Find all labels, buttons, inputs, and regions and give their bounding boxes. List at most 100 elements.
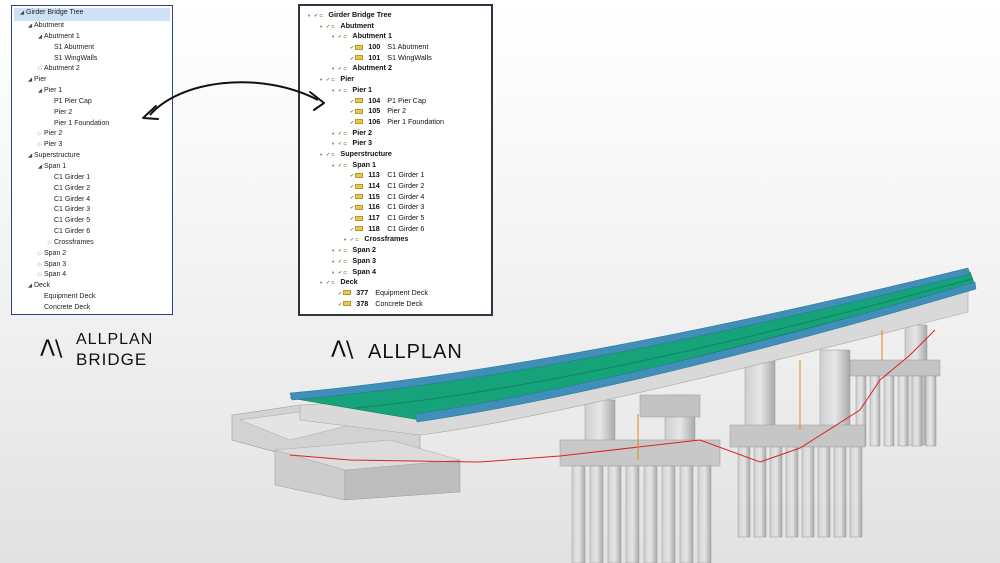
right-tree-folder[interactable]: ▾✔⊏Pier 3 bbox=[300, 138, 491, 149]
visibility-check-icon[interactable]: ✔ bbox=[350, 109, 355, 116]
expand-triangle-icon[interactable]: ▷ bbox=[37, 261, 43, 268]
collapse-triangle-icon[interactable]: ◢ bbox=[19, 10, 25, 16]
left-tree-item[interactable]: C1 Girder 4 bbox=[12, 195, 172, 206]
collapse-triangle-icon[interactable]: ◢ bbox=[27, 23, 33, 29]
left-tree-item[interactable]: S1 Abutment bbox=[12, 43, 172, 54]
right-tree-folder[interactable]: ▾✔⊏Span 1 bbox=[300, 160, 491, 171]
visibility-check-icon[interactable]: ✔ bbox=[350, 237, 355, 244]
left-tree-item[interactable]: ▷Span 4 bbox=[12, 270, 172, 281]
left-tree-item[interactable]: ◢Deck bbox=[12, 281, 172, 292]
visibility-check-icon[interactable]: ✔ bbox=[326, 23, 331, 30]
left-tree-root[interactable]: ◢Girder Bridge Tree bbox=[14, 8, 170, 21]
right-tree-folder[interactable]: ▾✔⊏Abutment 2 bbox=[300, 63, 491, 74]
visibility-check-icon[interactable]: ✔ bbox=[326, 151, 331, 158]
left-tree-item[interactable]: C1 Girder 6 bbox=[12, 227, 172, 238]
left-tree-item[interactable]: ◢Abutment bbox=[12, 21, 172, 32]
visibility-check-icon[interactable]: ✔ bbox=[350, 194, 355, 201]
visibility-check-icon[interactable]: ✔ bbox=[338, 34, 343, 41]
collapse-toggle-icon[interactable]: ▾ bbox=[332, 248, 335, 254]
right-tree-folder[interactable]: ▾✔⊏Span 2 bbox=[300, 245, 491, 256]
left-tree-item[interactable]: ◢Abutment 1 bbox=[12, 32, 172, 43]
left-tree-item[interactable]: C1 Girder 1 bbox=[12, 173, 172, 184]
left-tree-item[interactable]: Concrete Deck bbox=[12, 303, 172, 314]
left-tree-item[interactable]: ▷Crossframes bbox=[12, 238, 172, 249]
visibility-check-icon[interactable]: ✔ bbox=[350, 173, 355, 180]
collapse-toggle-icon[interactable]: ▾ bbox=[332, 34, 335, 40]
right-tree-folder[interactable]: ▾✔⊏Superstructure bbox=[300, 149, 491, 160]
visibility-check-icon[interactable]: ✔ bbox=[350, 216, 355, 223]
collapse-toggle-icon[interactable]: ▾ bbox=[320, 23, 323, 29]
expand-triangle-icon[interactable]: ▷ bbox=[47, 239, 53, 246]
visibility-check-icon[interactable]: ✔ bbox=[314, 13, 319, 19]
visibility-check-icon[interactable]: ✔ bbox=[338, 141, 343, 148]
expand-triangle-icon[interactable]: ▷ bbox=[37, 142, 43, 149]
left-tree-item[interactable]: ◢Pier 1 bbox=[12, 86, 172, 97]
collapse-triangle-icon[interactable]: ◢ bbox=[27, 77, 33, 84]
left-tree-item[interactable]: ◢Span 1 bbox=[12, 162, 172, 173]
left-tree-item[interactable]: S1 WingWalls bbox=[12, 54, 172, 65]
left-tree-item[interactable]: C1 Girder 3 bbox=[12, 205, 172, 216]
left-tree-item[interactable]: ▷Span 3 bbox=[12, 260, 172, 271]
expand-triangle-icon[interactable]: ▷ bbox=[37, 272, 43, 279]
collapse-toggle-icon[interactable]: ▾ bbox=[308, 13, 311, 18]
collapse-triangle-icon[interactable]: ◢ bbox=[37, 33, 43, 40]
collapse-triangle-icon[interactable]: ◢ bbox=[27, 153, 33, 160]
right-tree-folder[interactable]: ▾✔⊏Deck bbox=[300, 277, 491, 288]
visibility-check-icon[interactable]: ✔ bbox=[338, 130, 343, 137]
left-tree-item[interactable]: ▷Span 2 bbox=[12, 249, 172, 260]
collapse-toggle-icon[interactable]: ▾ bbox=[332, 87, 335, 93]
left-tree-item[interactable]: ▷Abutment 2 bbox=[12, 64, 172, 75]
right-tree-folder[interactable]: ▾✔⊏Crossframes bbox=[300, 234, 491, 245]
right-tree-folder[interactable]: ▾✔⊏Abutment bbox=[300, 21, 491, 32]
collapse-toggle-icon[interactable]: ▾ bbox=[320, 77, 323, 83]
visibility-check-icon[interactable]: ✔ bbox=[338, 301, 343, 308]
visibility-check-icon[interactable]: ✔ bbox=[338, 258, 343, 265]
collapse-toggle-icon[interactable]: ▾ bbox=[332, 162, 335, 168]
left-tree-item[interactable]: Pier 2 bbox=[12, 108, 172, 119]
collapse-toggle-icon[interactable]: ▾ bbox=[332, 258, 335, 264]
collapse-triangle-icon[interactable]: ◢ bbox=[27, 283, 33, 290]
right-tree-folder[interactable]: ▾✔⊏Abutment 1 bbox=[300, 31, 491, 42]
visibility-check-icon[interactable]: ✔ bbox=[326, 280, 331, 287]
visibility-check-icon[interactable]: ✔ bbox=[350, 184, 355, 190]
left-tree-item[interactable]: ▷Pier 3 bbox=[12, 140, 172, 151]
visibility-check-icon[interactable]: ✔ bbox=[350, 205, 355, 212]
left-tree-item[interactable]: C1 Girder 2 bbox=[12, 184, 172, 195]
right-tree-root[interactable]: ▾✔⊏Girder Bridge Tree bbox=[300, 10, 491, 21]
right-tree-folder[interactable]: ▾✔⊏Span 4 bbox=[300, 267, 491, 278]
visibility-check-icon[interactable]: ✔ bbox=[338, 269, 343, 276]
right-tree-folder[interactable]: ▾✔⊏Span 3 bbox=[300, 256, 491, 267]
right-tree-folder[interactable]: ▾✔⊏Pier bbox=[300, 74, 491, 85]
left-tree-item[interactable]: ▷Pier 2 bbox=[12, 129, 172, 140]
collapse-toggle-icon[interactable]: ▾ bbox=[344, 237, 347, 243]
collapse-toggle-icon[interactable]: ▾ bbox=[320, 151, 323, 157]
collapse-triangle-icon[interactable]: ◢ bbox=[37, 88, 43, 95]
left-tree-item[interactable]: ◢Superstructure bbox=[12, 151, 172, 162]
collapse-triangle-icon[interactable]: ◢ bbox=[37, 163, 43, 170]
collapse-toggle-icon[interactable]: ▾ bbox=[332, 141, 335, 147]
visibility-check-icon[interactable]: ✔ bbox=[338, 162, 343, 169]
visibility-check-icon[interactable]: ✔ bbox=[338, 87, 343, 94]
visibility-check-icon[interactable]: ✔ bbox=[338, 290, 343, 297]
left-tree-item[interactable]: Equipment Deck bbox=[12, 292, 172, 303]
visibility-check-icon[interactable]: ✔ bbox=[326, 77, 331, 84]
collapse-toggle-icon[interactable]: ▾ bbox=[332, 130, 335, 136]
visibility-check-icon[interactable]: ✔ bbox=[350, 226, 355, 233]
visibility-check-icon[interactable]: ✔ bbox=[338, 248, 343, 255]
collapse-toggle-icon[interactable]: ▾ bbox=[320, 280, 323, 286]
visibility-check-icon[interactable]: ✔ bbox=[338, 66, 343, 73]
expand-triangle-icon[interactable]: ▷ bbox=[37, 131, 43, 138]
left-tree-item[interactable]: Pier 1 Foundation bbox=[12, 119, 172, 130]
left-tree-item[interactable]: P1 Pier Cap bbox=[12, 97, 172, 108]
